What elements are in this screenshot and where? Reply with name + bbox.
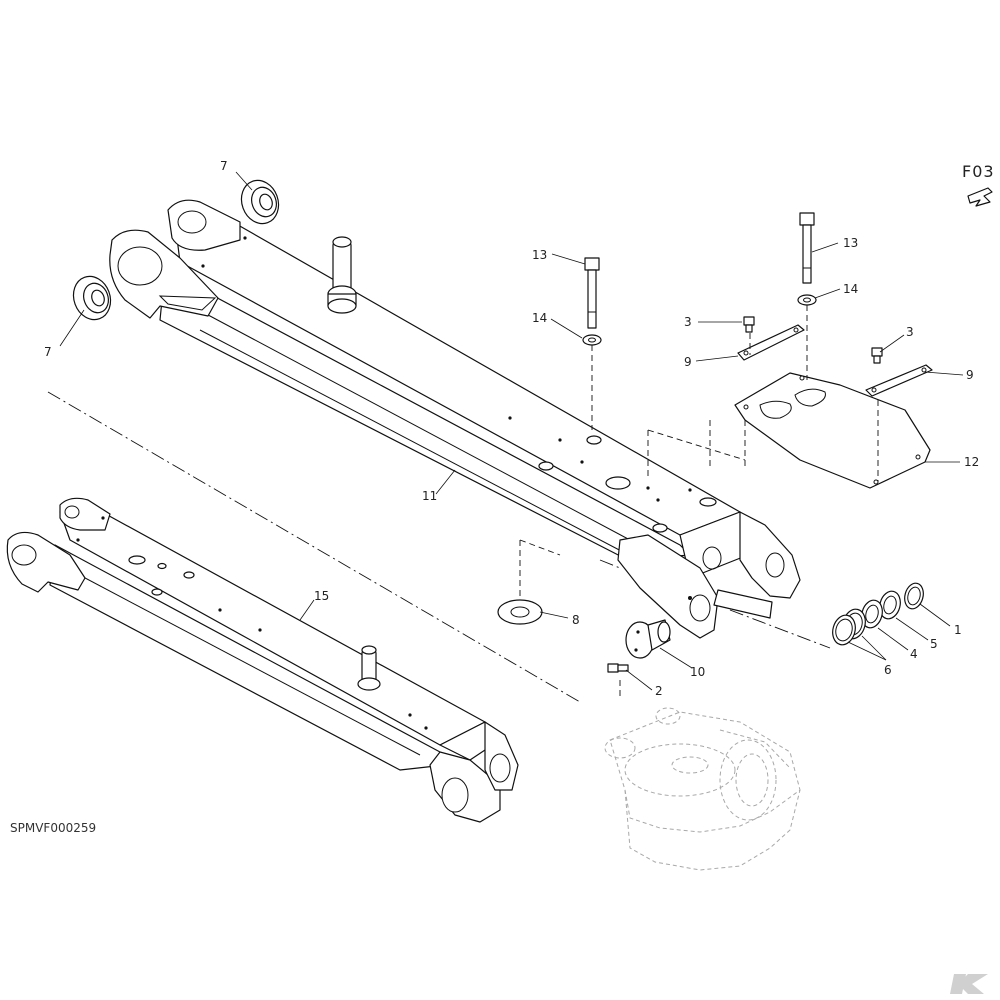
callout-14-right: 14 (843, 282, 858, 296)
callout-2: 2 (655, 684, 663, 698)
washer-large (497, 599, 543, 625)
callout-9-right: 9 (966, 368, 974, 382)
pivot-pin (625, 619, 671, 659)
assembly-center-lines (47, 305, 879, 703)
callout-1: 1 (954, 623, 962, 637)
arrow-pointer-icon (967, 187, 993, 207)
callout-leaders (59, 171, 964, 691)
ring-4 (861, 599, 883, 629)
callout-14-left: 14 (532, 311, 547, 325)
ring-5 (879, 590, 901, 620)
strip-right (865, 364, 933, 397)
callout-12: 12 (964, 455, 979, 469)
arm-pin (327, 236, 357, 314)
screw-right (871, 347, 883, 364)
brand-k-logo-icon (950, 974, 988, 994)
cover-plate (734, 372, 931, 489)
drawing-code: SPMVF000259 (10, 821, 96, 835)
shim-rings (832, 608, 866, 646)
strip-left (737, 324, 805, 361)
snap-ring (904, 582, 924, 610)
bolt-right (799, 212, 815, 284)
washer-right (797, 294, 817, 306)
callout-4: 4 (910, 647, 918, 661)
bearing-upper (240, 179, 280, 225)
callout-6: 6 (884, 663, 892, 677)
bolt-left (584, 257, 600, 329)
callout-7-upper: 7 (220, 159, 228, 173)
screw-left (743, 316, 755, 333)
callout-7-lower: 7 (44, 345, 52, 359)
washer-left (582, 334, 602, 346)
callout-5: 5 (930, 637, 938, 651)
bearing-lower (72, 275, 112, 321)
callout-13-left: 13 (532, 248, 547, 262)
callout-labels: 7 7 13 14 3 9 13 14 3 9 12 11 8 10 2 1 5… (44, 159, 979, 698)
ghost-swivel-housing (604, 707, 801, 871)
callout-13-right: 13 (843, 236, 858, 250)
callout-15: 15 (314, 589, 329, 603)
second-arm-pin (357, 645, 381, 691)
page-reference: F03 (962, 162, 995, 181)
callout-8: 8 (572, 613, 580, 627)
callout-9-left: 9 (684, 355, 692, 369)
callout-3-right: 3 (906, 325, 914, 339)
second-arm-assembly (6, 497, 519, 823)
callout-10: 10 (690, 665, 705, 679)
main-arm-assembly (109, 199, 801, 639)
callout-11: 11 (422, 489, 437, 503)
screw-small (607, 663, 629, 673)
callout-3-left: 3 (684, 315, 692, 329)
